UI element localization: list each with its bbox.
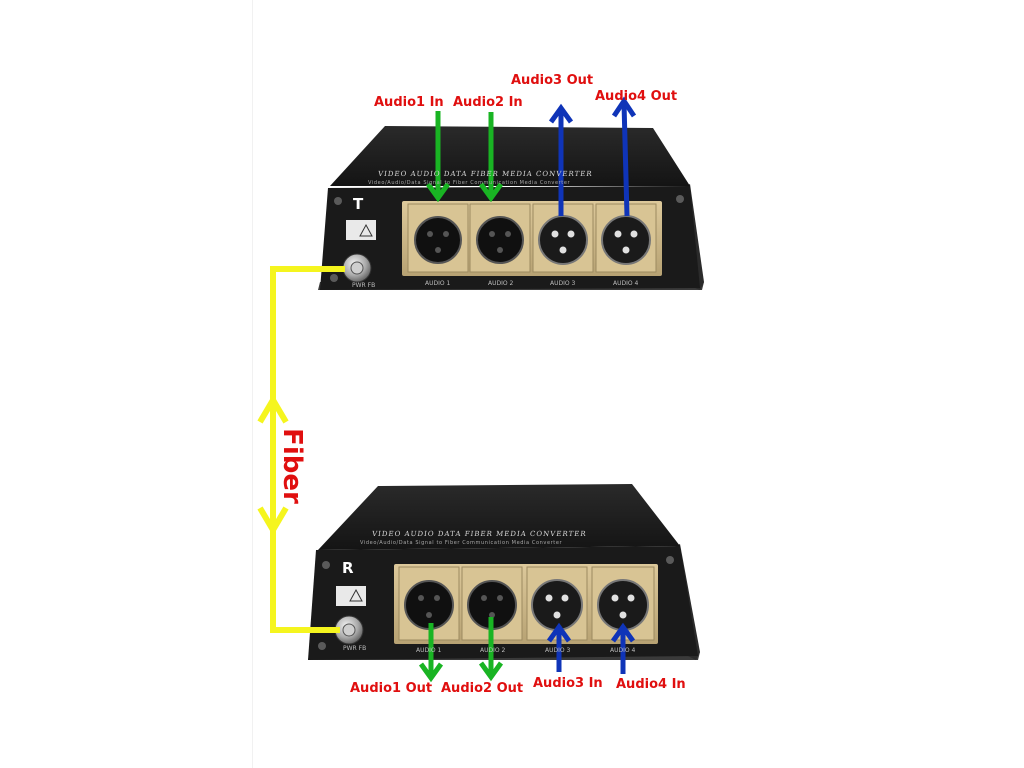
receiver-fiber-connector	[334, 615, 364, 645]
fiber-link	[257, 266, 345, 633]
receiver-top-subprint: Video/Audio/Data Signal to Fiber Communi…	[360, 540, 563, 546]
transmitter-fiber-connector	[342, 253, 372, 283]
receiver-port-label-1: AUDIO 1	[416, 647, 442, 654]
receiver-top-print: VIDEO AUDIO DATA FIBER MEDIA CONVERTER	[371, 530, 588, 538]
signal-arrows	[418, 96, 637, 683]
transmitter-status-label: PWR FB	[352, 282, 376, 289]
receiver-xlr-female-1	[398, 566, 460, 641]
screw	[676, 195, 684, 203]
label-audio4-in: Audio4 In	[616, 677, 686, 692]
label-audio1-out: Audio1 Out	[350, 681, 433, 696]
receiver-port-label-2: AUDIO 2	[480, 647, 506, 654]
label-audio2-in: Audio2 In	[453, 95, 523, 110]
fiber-arrow-up-icon	[257, 394, 289, 424]
receiver-port-label-3: AUDIO 3	[545, 647, 571, 654]
transmitter-unit	[318, 126, 704, 290]
transmitter-xlr-male-4	[595, 203, 657, 273]
receiver-port-label-4: AUDIO 4	[610, 647, 636, 654]
arrow-audio4-out-icon	[611, 96, 637, 217]
arrow-audio3-out-icon	[548, 103, 574, 216]
transmitter-port-label-3: AUDIO 3	[550, 280, 576, 287]
label-audio3-in: Audio3 In	[533, 676, 603, 691]
arrow-audio2-in-icon	[478, 112, 504, 203]
laser-sticker	[336, 586, 366, 606]
receiver-unit	[308, 484, 700, 660]
laser-sticker	[346, 220, 376, 240]
laser-warning-icon	[349, 588, 363, 602]
transmitter-port-label-4: AUDIO 4	[613, 280, 639, 287]
label-audio1-in: Audio1 In	[374, 95, 444, 110]
arrow-audio1-in-icon	[425, 111, 451, 203]
receiver-xlr-male-3	[526, 566, 588, 641]
arrow-audio4-in-icon	[610, 622, 636, 674]
transmitter-top-print: VIDEO AUDIO DATA FIBER MEDIA CONVERTER	[377, 170, 594, 178]
fiber-arrow-down-icon	[257, 506, 289, 536]
arrow-audio2-out-icon	[478, 617, 504, 682]
screw	[334, 197, 342, 205]
receiver-top-surface	[318, 484, 680, 550]
transmitter-port-label-1: AUDIO 1	[425, 280, 451, 287]
screw	[322, 561, 330, 569]
screw	[318, 642, 326, 650]
label-audio4-out: Audio4 Out	[595, 89, 678, 104]
label-fiber: Fiber	[277, 428, 307, 504]
transmitter-xlr-female-1	[407, 203, 469, 273]
label-audio3-out: Audio3 Out	[511, 73, 594, 88]
screw	[330, 274, 338, 282]
transmitter-top-surface	[330, 126, 690, 186]
transmitter-top-subprint: Video/Audio/Data Signal to Fiber Communi…	[368, 180, 571, 186]
transmitter-xlr-female-2	[469, 203, 531, 273]
transmitter-letter: T	[353, 195, 364, 213]
arrow-audio1-out-icon	[418, 623, 444, 683]
arrow-audio3-in-icon	[546, 622, 572, 672]
receiver-letter: R	[342, 559, 354, 577]
screw	[666, 556, 674, 564]
transmitter-port-label-2: AUDIO 2	[488, 280, 514, 287]
receiver-status-label: PWR FB	[343, 645, 367, 652]
laser-warning-icon	[359, 223, 373, 237]
fiber-cable	[270, 266, 345, 633]
label-audio2-out: Audio2 Out	[441, 681, 524, 696]
page-edge-line	[252, 0, 253, 768]
